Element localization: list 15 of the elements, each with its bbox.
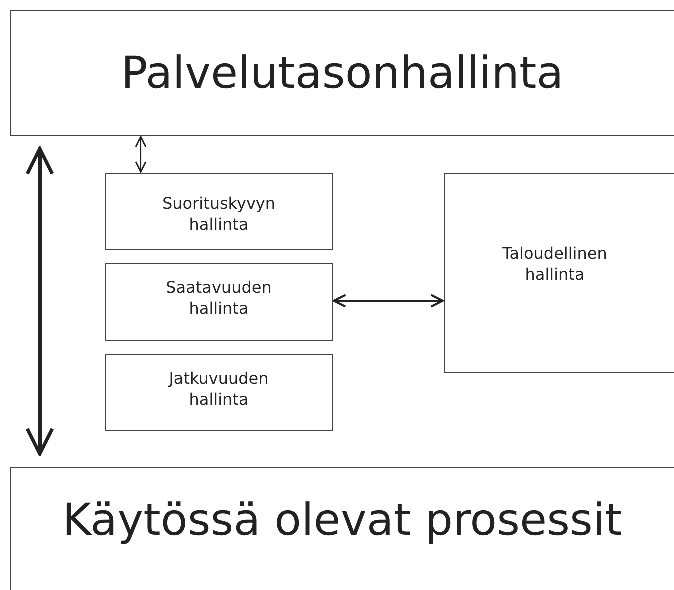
process-box	[105, 354, 333, 431]
process-box	[105, 173, 333, 250]
process-box	[105, 263, 333, 341]
layer-box	[10, 10, 674, 136]
box-label: Saatavuuden hallinta	[165, 278, 273, 320]
process-box	[444, 173, 674, 373]
double-arrow	[26, 147, 54, 456]
double-arrow	[332, 294, 444, 308]
box-label: Taloudellinen hallinta	[502, 244, 608, 286]
box-label: Suorituskyvyn hallinta	[161, 194, 277, 236]
double-arrow	[135, 136, 147, 173]
layer-box	[10, 467, 674, 590]
box-label: Jatkuvuuden hallinta	[167, 369, 270, 411]
box-label: Käytössä olevat prosessit	[62, 494, 622, 548]
box-label: Palvelutasonhallinta	[121, 47, 564, 101]
